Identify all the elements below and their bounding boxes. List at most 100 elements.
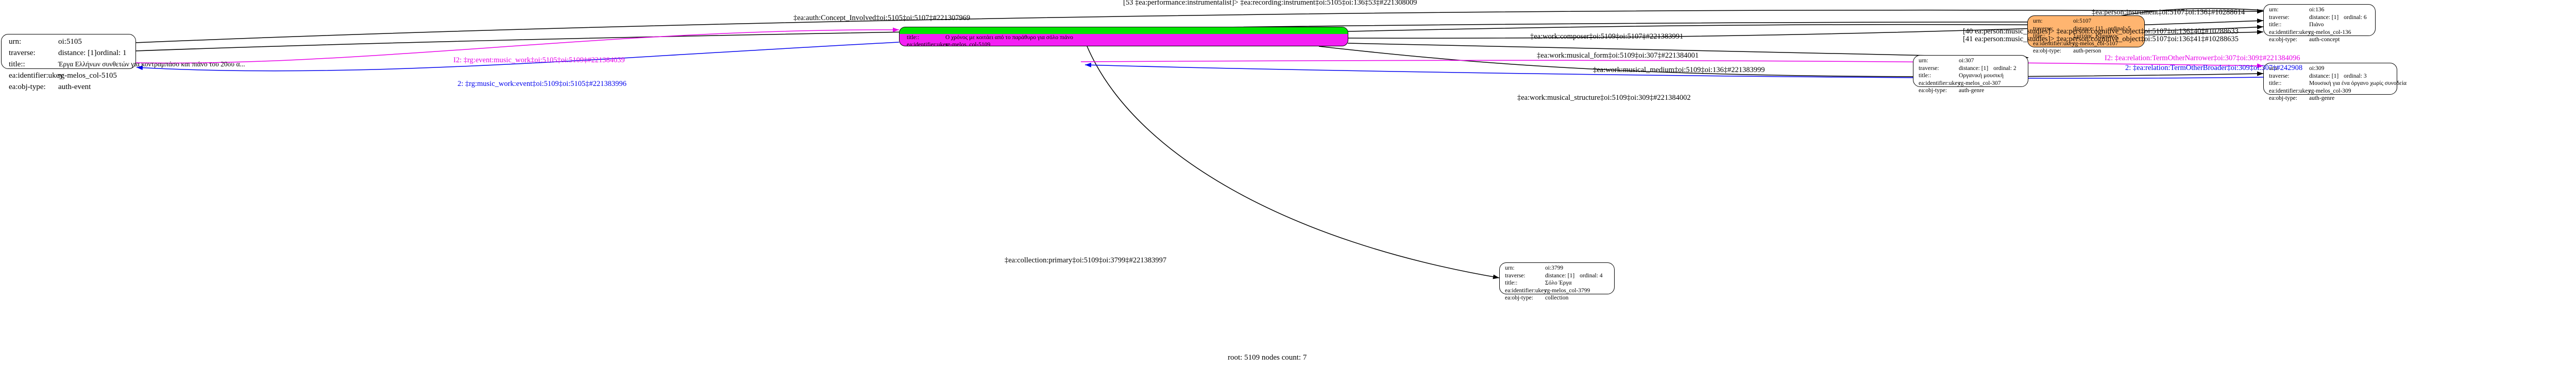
node-row-urn: urn: oi:5105	[9, 38, 129, 46]
node-row-ukey: ea:identifier:ukey rg-melos_col-3799	[1505, 288, 1610, 294]
field-value-ukey: rg-melos_col-307	[1959, 80, 2001, 86]
field-value-urn: oi:3799	[1545, 265, 1564, 271]
field-value-ukey: rg-melos_col-5109	[945, 41, 991, 46]
node-row-traverse: traverse: distance: [1] ordinal: 4	[1505, 273, 1610, 279]
field-value-ukey: rg-melos_col-3799	[1545, 287, 1590, 294]
field-label-objtype: ea:obj-type:	[2269, 95, 2297, 101]
field-label-objtype: ea:obj-type:	[2269, 37, 2297, 43]
node-row-objtype: ea:obj-type: auth-person	[2033, 48, 2140, 55]
field-value-urn: oi:5107	[2073, 18, 2092, 24]
node-row-traverse: traverse: distance: [1] ordinal: 5	[2033, 26, 2140, 32]
field-value-title: Οργανική μουσική	[1959, 73, 2004, 79]
node-row-ukey: ea:identifier:ukey rg-melos_col-5105	[9, 72, 129, 80]
edge-label-person-cognitive-object-40: [40 ea:person:music_studies]> ‡ea:person…	[1963, 27, 2239, 36]
field-value-objtype: collection	[1545, 295, 1569, 301]
node-row-title: title:: Οργανική μουσική	[1919, 73, 2024, 79]
edge-label-work-musical-structure: ‡ea:work:musical_structure‡oi:5109‡oi:30…	[1517, 94, 1691, 102]
field-label-urn: urn:	[2033, 18, 2043, 24]
field-value-traverse: distance: [1]	[2309, 73, 2339, 79]
field-label-traverse: traverse:	[2269, 73, 2290, 79]
field-label-title: title::	[2033, 33, 2046, 39]
field-label-urn: urn:	[9, 38, 22, 46]
field-value-urn: oi:136	[2309, 7, 2325, 13]
node-row-urn: urn: oi:3799	[1505, 265, 1610, 272]
field-value-ordinal: ordinal: 3	[2344, 73, 2367, 79]
field-label-urn: urn:	[1505, 265, 1515, 271]
node-row-title: title:: Έργα Ελλήνων συνθετών για κοντρα…	[9, 60, 245, 68]
field-label-objtype: ea:obj-type:	[9, 83, 46, 91]
field-label-ukey: ea:identifier:ukey	[907, 41, 949, 46]
field-label-urn: urn:	[2269, 65, 2279, 72]
field-value-title: Έργα Ελλήνων συνθετών για κοντραμπάσο κα…	[58, 60, 245, 68]
node-row-traverse: traverse: distance: [1] ordinal: 6	[2269, 14, 2371, 21]
field-label-ukey: ea:identifier:ukey	[9, 72, 63, 80]
edge-label-person-cognitive-object-41: [41 ea:person:music_studies]> ‡ea:person…	[1963, 35, 2239, 43]
node-oi-136[interactable]: urn: oi:136 traverse: distance: [1] ordi…	[2263, 4, 2376, 43]
node-row-traverse: traverse: distance: [1] ordinal: 2	[1919, 65, 2024, 72]
node-oi-5107[interactable]: urn: oi:5107 traverse: distance: [1] ord…	[2027, 15, 2145, 54]
field-value-title: Σόλο Έργα	[1545, 280, 1572, 286]
edge-label-event-music-work: I2: ‡rg:event:music_work‡oi:5105‡oi:5109…	[453, 56, 625, 64]
field-label-ukey: ea:identifier:ukey	[2269, 29, 2311, 36]
node-row-title: title:: Σόλο Έργα	[1505, 280, 1610, 287]
node-row-title: title:: Πιάνο	[2269, 22, 2371, 28]
edge-label-work-musical-form: ‡ea:work:musical_form‡oi:5109‡oi:307‡#22…	[1537, 51, 1699, 60]
field-label-objtype: ea:obj-type:	[1919, 87, 1947, 94]
node-oi-5109[interactable]: urn: oi:5109 title:: Ο χρόνος με κοιτάει…	[899, 27, 1348, 46]
node-row-traverse: traverse: distance: [1] ordinal: 1	[9, 49, 129, 57]
field-value-traverse: distance: [1]	[1959, 65, 1989, 72]
field-label-traverse: traverse:	[2269, 14, 2290, 21]
field-label-urn: urn:	[1919, 58, 1928, 64]
edge-label-music-work-event: 2: ‡rg:music_work:event‡oi:5109‡oi:5105‡…	[457, 80, 626, 88]
node-oi-3799[interactable]: urn: oi:3799 traverse: distance: [1] ord…	[1499, 262, 1615, 301]
field-label-objtype: ea:obj-type:	[2033, 48, 2061, 54]
field-value-urn: oi:5105	[58, 38, 82, 46]
node-row-urn: urn: oi:5107	[2033, 18, 2140, 25]
field-label-traverse: traverse:	[1505, 272, 1526, 279]
field-label-ukey: ea:identifier:ukey	[2033, 40, 2075, 47]
field-label-ukey: ea:identifier:ukey	[1919, 80, 1961, 86]
field-value-title: Ο χρόνος με κοιτάει από το παράθυρο για …	[945, 34, 1073, 41]
field-value-ordinal: ordinal: 5	[2108, 25, 2131, 32]
field-label-title: title::	[2269, 80, 2282, 86]
field-label-ukey: ea:identifier:ukey	[2269, 87, 2311, 94]
field-value-objtype: auth-concept	[2309, 37, 2340, 43]
node-row-ukey: ea:identifier:ukey rg-melos_col-309	[2269, 88, 2393, 95]
field-value-ukey: rg-melos_col-5107	[2073, 40, 2119, 47]
node-oi-309[interactable]: urn: oi:309 traverse: distance: [1] ordi…	[2263, 63, 2406, 101]
field-value-objtype: auth-event	[58, 83, 91, 91]
field-label-title: title::	[1505, 280, 1518, 286]
field-label-title: title::	[1919, 73, 1931, 79]
node-row-ukey: ea:identifier:ukey rg-melos_col-5109	[907, 41, 1342, 46]
node-row-title: title:: Μουσική για ένα όργανο χωρίς συν…	[2269, 80, 2406, 87]
field-value-ordinal: ordinal: 1	[96, 49, 127, 57]
node-row-ukey: ea:identifier:ukey rg-melos_col-307	[1919, 80, 2024, 87]
edge-label-performance-instrumentalist: [53 ‡ea:performance:instrumentalist]> ‡e…	[1123, 0, 1417, 7]
field-value-title: Σμίτσας, Κυριάκος	[2073, 33, 2119, 39]
field-value-ordinal: ordinal: 4	[1580, 272, 1603, 279]
field-value-traverse: distance: [1]	[58, 49, 97, 57]
node-oi-307[interactable]: urn: oi:307 traverse: distance: [1] ordi…	[1913, 55, 2028, 94]
field-label-urn: urn:	[2269, 7, 2279, 13]
field-value-objtype: auth-genre	[2309, 95, 2335, 101]
field-label-title: title::	[9, 60, 25, 68]
field-label-objtype: ea:obj-type:	[1505, 295, 1533, 301]
field-value-ukey: rg-melos_col-309	[2309, 87, 2351, 94]
field-value-traverse: distance: [1]	[2073, 25, 2103, 32]
root-label: root: 5109 nodes count: 7	[1228, 353, 1307, 362]
field-label-title: title::	[907, 34, 920, 41]
field-value-objtype: auth-genre	[1959, 87, 1985, 94]
field-value-ukey: rg-melos_col-5105	[58, 72, 117, 80]
node-row-title: title:: Σμίτσας, Κυριάκος	[2033, 33, 2140, 40]
field-label-traverse: traverse:	[1919, 65, 1939, 72]
field-value-urn: oi:309	[2309, 65, 2325, 72]
node-row-title: title:: Ο χρόνος με κοιτάει από το παράθ…	[907, 34, 1342, 41]
field-label-traverse: traverse:	[2033, 25, 2054, 32]
node-row-objtype: ea:obj-type: auth-genre	[2269, 95, 2393, 102]
edge-label-concept-involved: ‡ea:auth:Concept_Involved‡oi:5105‡oi:510…	[793, 14, 971, 22]
edge-label-person-instrument: ‡ea:person:instrument‡oi:5107‡oi:136‡#10…	[2092, 8, 2245, 16]
node-oi-5105[interactable]: urn: oi:5105 traverse: distance: [1] ord…	[1, 34, 245, 91]
field-value-traverse: distance: [1]	[1545, 272, 1575, 279]
node-focus-header-bar	[900, 27, 1348, 34]
